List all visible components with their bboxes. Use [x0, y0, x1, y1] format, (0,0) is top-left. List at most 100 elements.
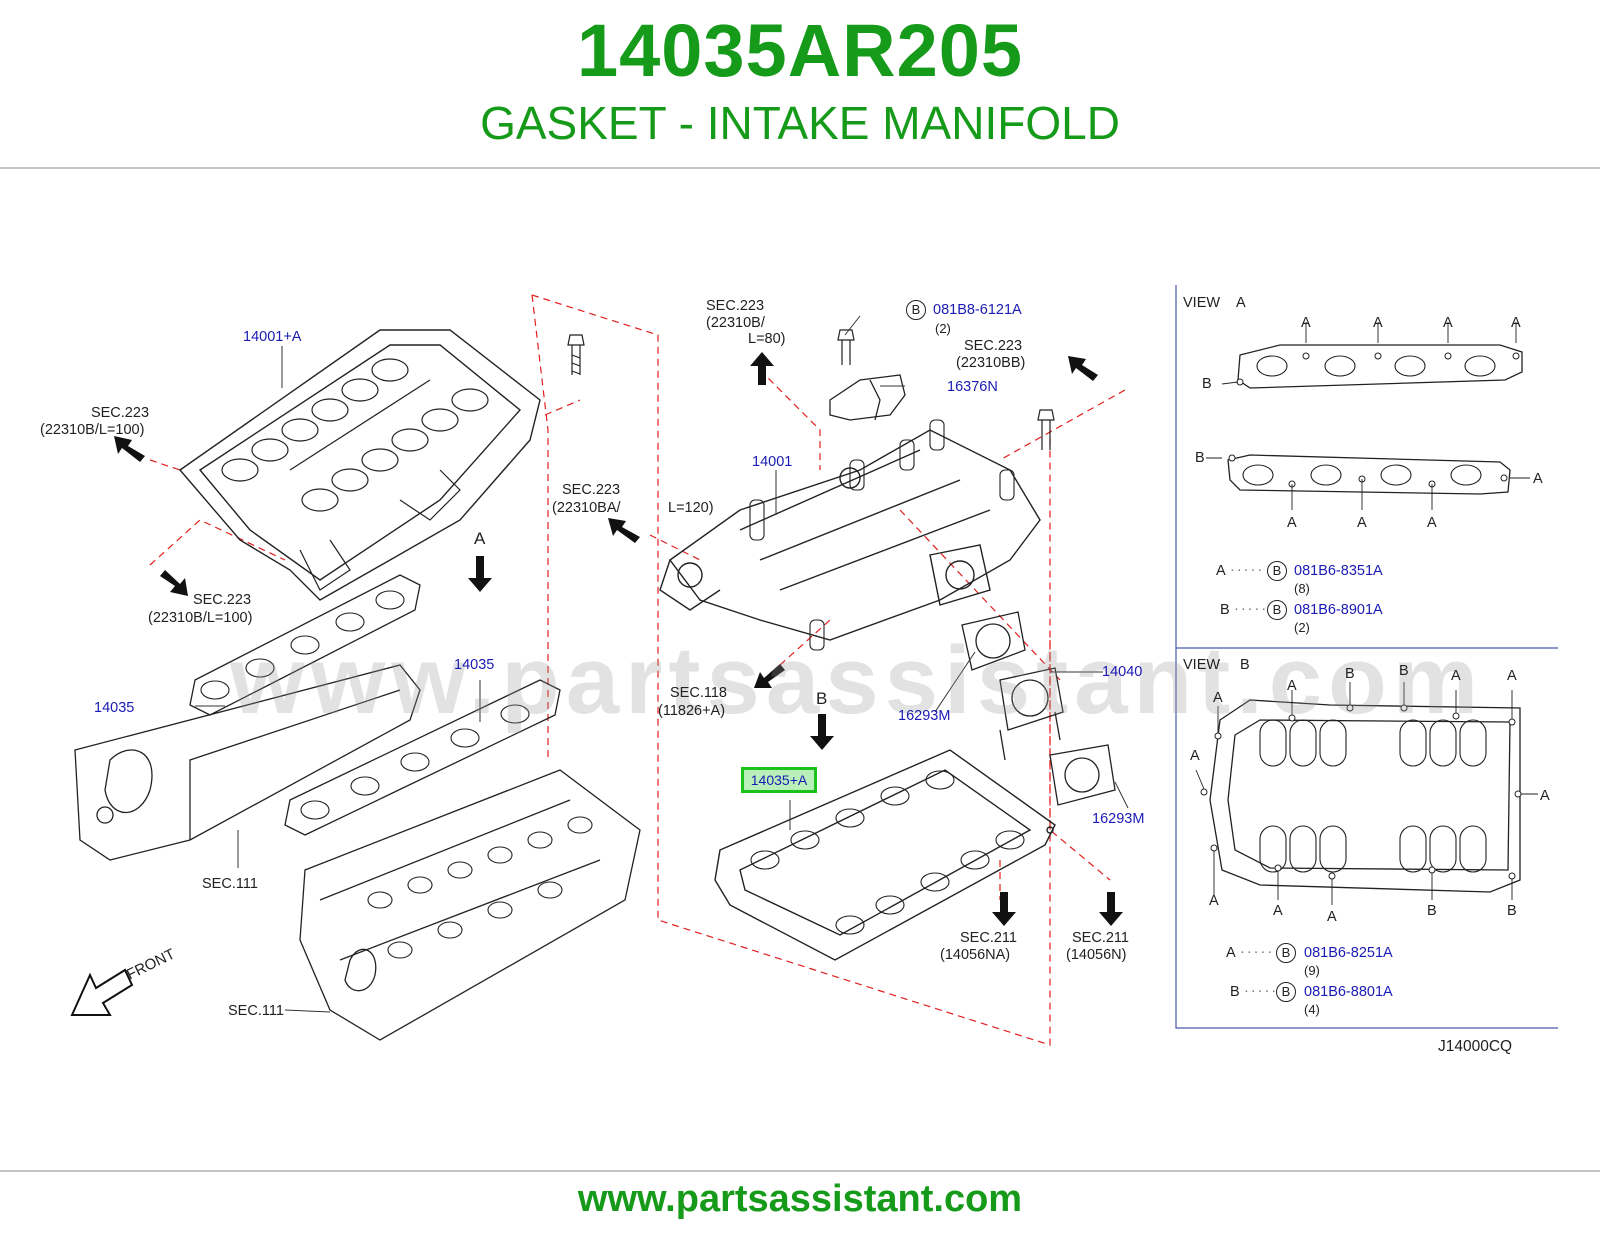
legend-part-081b6-8351a[interactable]: 081B6-8351A [1294, 563, 1383, 579]
gaskets-14035-left [189, 574, 561, 836]
header-divider [0, 167, 1600, 169]
footer-website-link[interactable]: www.partsassistant.com [577, 1178, 1023, 1220]
view-b-title-letter: B [1240, 657, 1250, 673]
view-b-pin-label: B [1427, 903, 1437, 919]
bolt-b-circle: B [906, 300, 926, 320]
view-b-pin-label: A [1209, 893, 1219, 909]
callout-leaders [195, 315, 1129, 1013]
legend-key: B [1230, 984, 1240, 1000]
view-b-pin-label: A [1507, 668, 1517, 684]
sec-ref-sub: (22310BB) [956, 355, 1026, 371]
cylinder-heads [74, 664, 641, 1041]
legend-qty: (9) [1304, 963, 1320, 978]
sec-ref-sub: (22310BA/ [552, 500, 621, 516]
callout-14001a[interactable]: 14001+A [243, 329, 302, 345]
sec-ref-label: SEC.211 [1072, 930, 1129, 946]
bracket-16376n [829, 374, 906, 421]
legend-b-circle: B [1267, 561, 1287, 581]
callout-14001[interactable]: 14001 [752, 454, 793, 470]
legend-dots: ····· [1230, 562, 1265, 578]
sec-ref-sub: (22310B/L=100) [40, 422, 145, 438]
view-a-pin-label: A [1357, 515, 1367, 531]
leader-lines [149, 294, 1126, 1046]
legend-key: A [1216, 563, 1226, 579]
legend-b-circle: B [1276, 982, 1296, 1002]
legend-dots: ····· [1244, 983, 1279, 999]
upper-intake-manifold [178, 329, 541, 601]
callout-14040[interactable]: 14040 [1102, 664, 1143, 680]
view-b-pin-label: B [1345, 666, 1355, 682]
front-arrow-icon [70, 968, 134, 1016]
sec-ref-label: SEC.223 [964, 338, 1023, 354]
legend-b-circle: B [1276, 943, 1296, 963]
gasket-14035a [714, 749, 1056, 961]
view-b-pin-label: A [1190, 748, 1200, 764]
sec-ref-label: SEC.223 [192, 592, 252, 608]
sec-ref-label: SEC.118 [670, 685, 727, 701]
view-b-pin-label: A [1287, 678, 1297, 694]
part-number-title: 14035AR205 [576, 9, 1024, 92]
sec-ref-label: SEC.223 [562, 482, 621, 498]
direction-arrows [114, 352, 1123, 926]
view-b-pin-label: B [1399, 663, 1409, 679]
view-a-pin-label: B [1202, 376, 1212, 392]
view-a-pin-label: A [1301, 315, 1311, 331]
callout-14035-mid[interactable]: 14035 [454, 657, 495, 673]
view-a-pin-label: A [1427, 515, 1437, 531]
bolts [567, 329, 1055, 450]
view-b-pin-label: A [1213, 690, 1223, 706]
part-name-subtitle: GASKET - INTAKE MANIFOLD [480, 97, 1120, 149]
legend-part-081b6-8251a[interactable]: 081B6-8251A [1304, 945, 1393, 961]
sec-ref-sub: L=120) [668, 500, 714, 516]
view-b-pin-label: B [1507, 903, 1517, 919]
view-a-pin-label: B [1195, 450, 1205, 466]
sec-ref-sub: (14056N) [1066, 947, 1127, 963]
callout-16376n[interactable]: 16376N [947, 379, 998, 395]
view-a-pin-label: A [1533, 471, 1543, 487]
sec-ref-label: SEC.111 [202, 876, 258, 892]
callout-14035a-highlighted[interactable]: 14035+A [741, 767, 817, 793]
view-b-gasket [1195, 682, 1538, 905]
arrow-a-label: A [474, 529, 486, 548]
page-header: 14035AR205 GASKET - INTAKE MANIFOLD [0, 0, 1600, 170]
sec-ref-label: SEC.223 [90, 405, 150, 421]
watermark: www.partsassistant.com [230, 627, 1485, 734]
lower-intake-manifold [659, 419, 1041, 651]
sec-ref-sub: (22310B/ [706, 315, 765, 331]
view-a-title-letter: A [1236, 295, 1246, 311]
view-b-pin-label: A [1273, 903, 1283, 919]
legend-qty: (2) [1294, 620, 1310, 635]
view-a-title: VIEW [1183, 295, 1221, 311]
sec-ref-label: SEC.211 [960, 930, 1017, 946]
callout-16293m-a[interactable]: 16293M [898, 708, 951, 724]
view-a-gaskets [1206, 322, 1530, 510]
legend-qty: (4) [1304, 1002, 1320, 1017]
footer-divider [0, 1170, 1600, 1172]
view-a-pin-label: A [1287, 515, 1297, 531]
sec-ref-label: SEC.223 [706, 298, 765, 314]
legend-part-081b6-8801a[interactable]: 081B6-8801A [1304, 984, 1393, 1000]
diagram-code: J14000CQ [1438, 1038, 1513, 1055]
callout-14035-left[interactable]: 14035 [94, 700, 135, 716]
legend-dots: ····· [1240, 944, 1275, 960]
view-b-pin-label: A [1451, 668, 1461, 684]
sec-ref-label: SEC.111 [228, 1003, 284, 1019]
arrow-b-label: B [816, 689, 828, 708]
bolt-qty: (2) [935, 321, 951, 336]
view-b-pin-label: A [1540, 788, 1550, 804]
legend-key: A [1226, 945, 1236, 961]
legend-b-circle: B [1267, 600, 1287, 620]
view-a-pin-label: A [1443, 315, 1453, 331]
throttle-gaskets [961, 611, 1116, 806]
callout-081b8-6121a[interactable]: 081B8-6121A [933, 302, 1022, 318]
sec-ref-sub: (14056NA) [940, 947, 1011, 963]
legend-part-081b6-8901a[interactable]: 081B6-8901A [1294, 602, 1383, 618]
legend-dots: ····· [1234, 601, 1269, 617]
view-a-pin-label: A [1511, 315, 1521, 331]
view-a-pin-label: A [1373, 315, 1383, 331]
view-b-title: VIEW [1183, 657, 1221, 673]
view-b-pin-label: A [1327, 909, 1337, 925]
sec-ref-sub: L=80) [748, 331, 786, 347]
callout-16293m-b[interactable]: 16293M [1092, 811, 1145, 827]
